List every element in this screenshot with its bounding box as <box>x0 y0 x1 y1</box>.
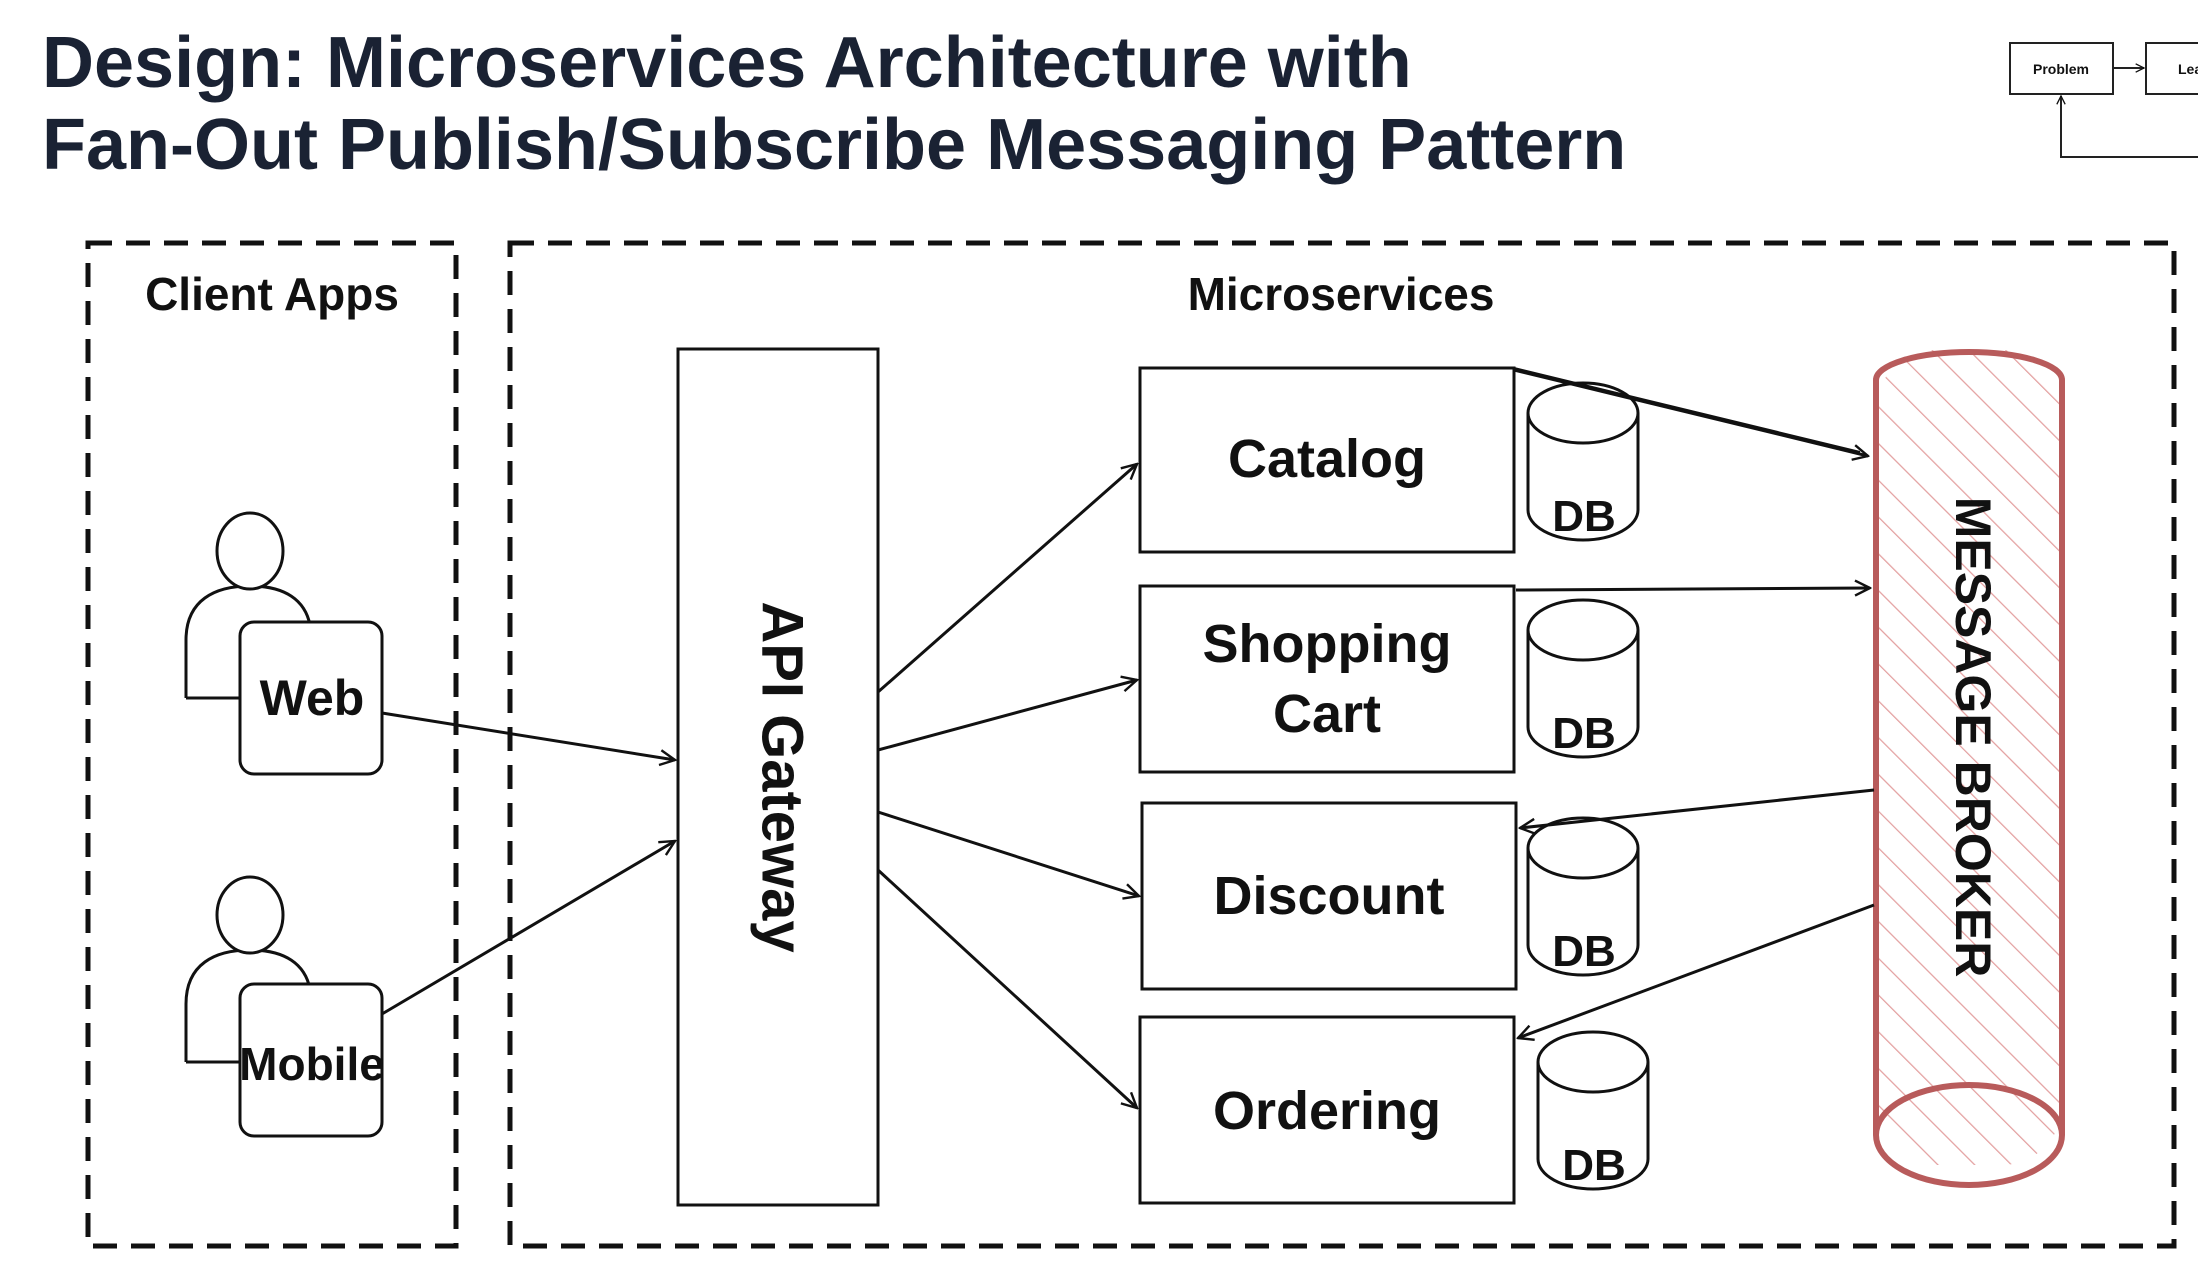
ordering-box <box>1138 1015 1516 1205</box>
db-label: DB <box>1562 1141 1626 1190</box>
cart-db: DB <box>1526 598 1640 759</box>
mini-box-lea <box>2145 42 2198 95</box>
discount-service: Discount <box>1140 801 1518 991</box>
web-label: Web <box>260 670 365 726</box>
broker-hatch <box>1876 350 2062 1165</box>
arrow-catalog-to-broker <box>1513 368 1868 456</box>
shopping-cart-label-line2: Cart <box>1273 684 1381 744</box>
arrow-broker-to-discount <box>1520 788 1875 828</box>
web-device <box>238 620 384 776</box>
microservices-label: Microservices <box>1188 268 1495 320</box>
catalog-box <box>1138 366 1516 554</box>
arrow-gateway-to-discount <box>877 810 1139 896</box>
message-broker-label: MESSAGE BROKER <box>1945 497 2001 978</box>
db-cylinder-icon <box>1536 1062 1650 1191</box>
ordering-db: DB <box>1536 1030 1650 1191</box>
catalog-service: Catalog <box>1138 366 1516 554</box>
db-cylinder-icon <box>1526 413 1640 542</box>
message-broker: MESSAGE BROKER <box>1873 349 2065 1188</box>
user-head-icon <box>215 875 285 955</box>
arrow-gateway-to-ordering <box>876 868 1137 1108</box>
broker-top <box>1873 349 2065 381</box>
discount-label: Discount <box>1213 866 1444 926</box>
api-gateway-box <box>676 347 880 1207</box>
title-line-1: Design: Microservices Architecture with <box>42 23 1412 103</box>
discount-db: DB <box>1526 816 1640 977</box>
arrow-broker-to-ordering <box>1518 903 1875 1038</box>
catalog-label: Catalog <box>1228 429 1426 489</box>
ordering-service: Ordering <box>1138 1015 1516 1205</box>
db-top <box>1526 381 1640 445</box>
db-cylinder-icon <box>1526 848 1640 977</box>
db-label: DB <box>1552 709 1616 758</box>
client-apps-label: Client Apps <box>145 268 399 320</box>
page-title: Design: Microservices Architecture with … <box>42 22 1626 186</box>
title-line-2: Fan-Out Publish/Subscribe Messaging Patt… <box>42 105 1627 185</box>
db-label: DB <box>1552 927 1616 976</box>
arrow-catalog-to-broker-sketch <box>1513 367 1861 453</box>
mobile-label: Mobile <box>239 1038 385 1090</box>
arrow-mobile-to-gateway <box>381 841 675 1016</box>
arrow-gateway-to-cart <box>877 680 1137 752</box>
mini-diagram: Problem Lea <box>2009 42 2198 158</box>
discount-box <box>1140 801 1518 991</box>
mini-box-lea-label: Lea <box>2178 61 2198 77</box>
mobile-device <box>238 982 384 1138</box>
ordering-label: Ordering <box>1213 1081 1441 1141</box>
shopping-cart-service: Shopping Cart <box>1138 584 1516 774</box>
arrow-web-to-gateway <box>381 711 675 760</box>
user-head-icon <box>215 511 285 591</box>
db-label: DB <box>1552 492 1616 541</box>
web-client: Web <box>184 511 384 776</box>
shopping-cart-box <box>1138 584 1516 774</box>
db-top <box>1526 598 1640 662</box>
catalog-db: DB <box>1526 381 1640 542</box>
arrow-cart-to-broker <box>1515 588 1870 590</box>
mini-loop-line <box>2061 96 2198 158</box>
arrow-gateway-to-catalog <box>877 464 1137 694</box>
db-cylinder-icon <box>1526 630 1640 759</box>
mobile-client: Mobile <box>184 875 385 1138</box>
api-gateway-label: API Gateway <box>750 601 815 952</box>
microservices-group <box>507 240 2177 1249</box>
mini-box-problem <box>2009 42 2114 95</box>
shopping-cart-label-line1: Shopping <box>1203 614 1452 674</box>
broker-bottom <box>1873 1082 2065 1188</box>
mini-box-problem-label: Problem <box>2033 61 2089 77</box>
db-top <box>1526 816 1640 880</box>
db-top <box>1536 1030 1650 1094</box>
